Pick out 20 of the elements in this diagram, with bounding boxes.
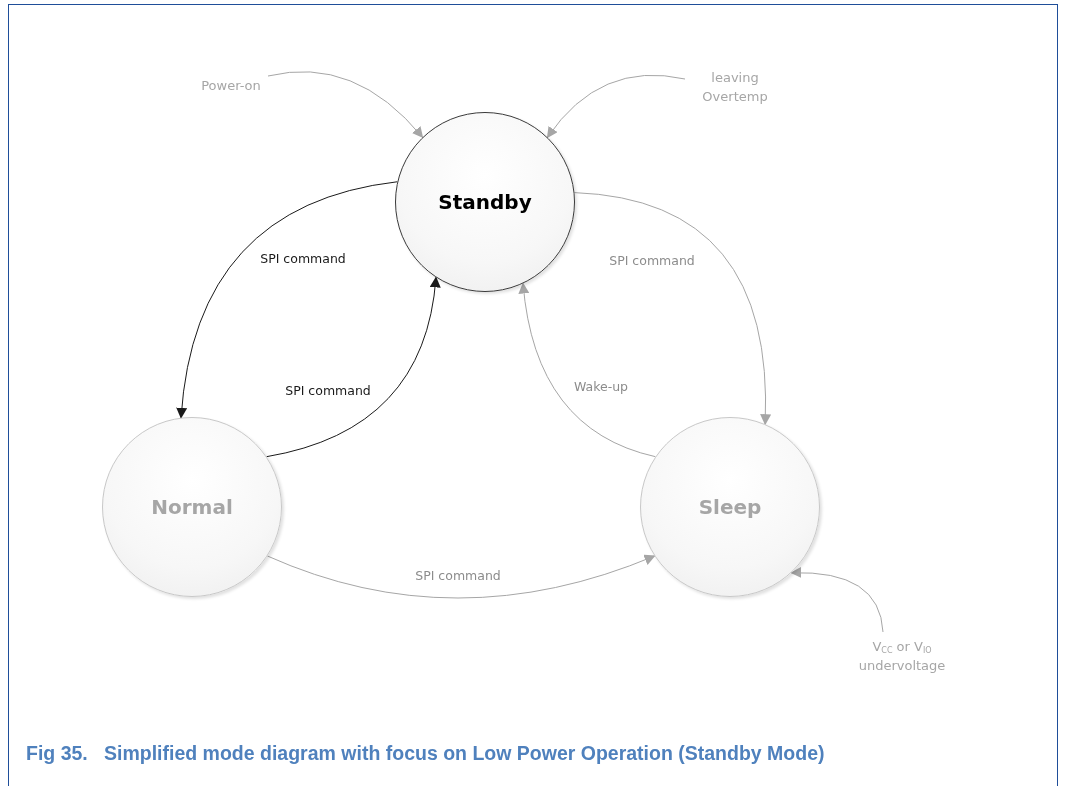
transition-arrow bbox=[790, 567, 884, 633]
trigger-text: leaving Overtemp bbox=[695, 69, 775, 107]
state-label: Standby bbox=[438, 190, 532, 214]
edge-label: SPI command bbox=[607, 252, 697, 268]
transition-arrow bbox=[176, 181, 398, 419]
edge-label: SPI command bbox=[258, 250, 348, 266]
state-label: Normal bbox=[151, 495, 233, 519]
transition-arrow bbox=[266, 276, 441, 458]
transition-arrow bbox=[574, 192, 771, 426]
edge-label: SPI command bbox=[413, 567, 503, 583]
figure-caption: Fig 35. Simplified mode diagram with focus on Low Power Operation (Standby Mode) bbox=[26, 742, 825, 765]
trigger-text: Power-on bbox=[201, 76, 261, 96]
transition-arrow bbox=[267, 71, 424, 139]
edge-label: SPI command bbox=[283, 382, 373, 398]
transition-arrow bbox=[518, 282, 656, 458]
edge-label: Wake-up bbox=[571, 378, 631, 394]
trigger-text: V$_{CC}$ or V$_{IO}$ undervoltage bbox=[847, 638, 957, 676]
state-label: Sleep bbox=[698, 495, 762, 519]
transition-arrow bbox=[546, 74, 686, 139]
transition-arrow bbox=[267, 554, 656, 599]
